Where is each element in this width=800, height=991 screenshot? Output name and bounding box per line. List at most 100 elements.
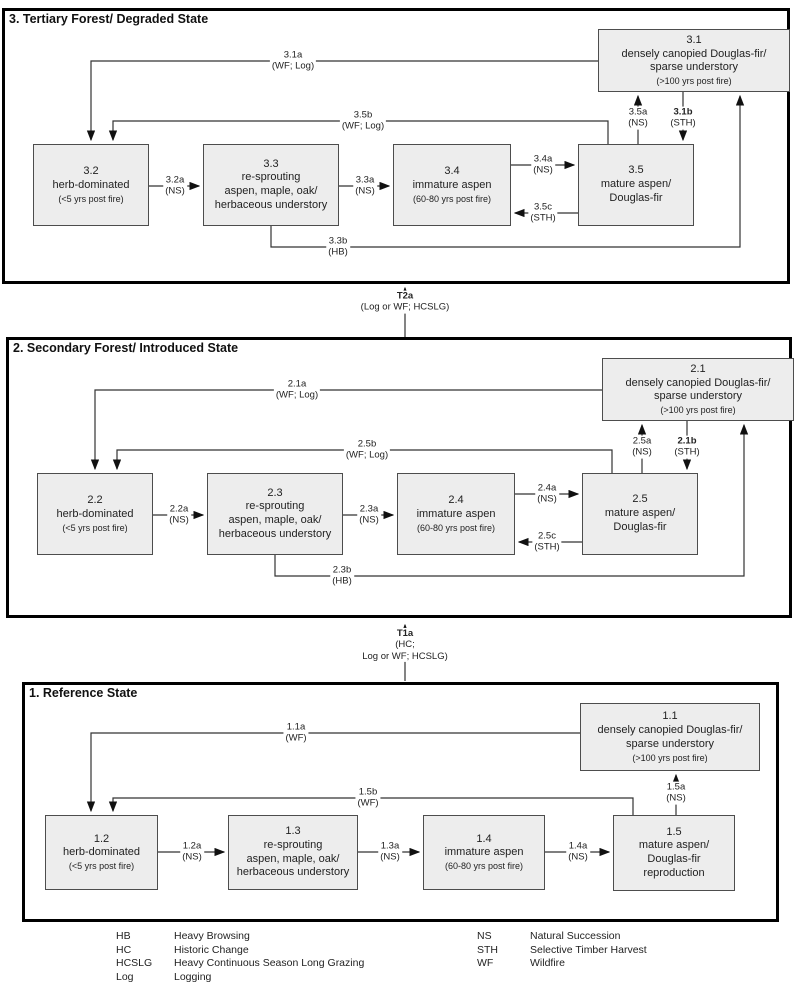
panel-title: 2. Secondary Forest/ Introduced State	[13, 341, 239, 355]
transition-label-t1a: T1a (HC; Log or WF; HCSLG)	[360, 627, 450, 663]
arrow-id: 3.3b	[328, 235, 348, 247]
arrow-cause: (HB)	[328, 247, 348, 258]
legend-abbr: HCSLG	[116, 957, 153, 969]
state-number: 1.2	[93, 832, 110, 845]
state-number: 2.5	[632, 493, 648, 506]
state-number: 1.1	[662, 710, 678, 723]
arrow-label-1-3a: 1.3a (NS)	[378, 840, 402, 864]
state-label: densely canopied Douglas-fir/ sparse und…	[621, 47, 767, 74]
arrow-cause: (WF)	[357, 798, 379, 809]
arrow-label-3-1b: 3.1b (STH)	[668, 106, 698, 130]
arrow-cause: (NS)	[666, 793, 686, 804]
arrow-cause: (NS)	[355, 186, 375, 197]
legend-abbr: NS	[477, 930, 492, 942]
arrow-id: 1.3a	[380, 840, 400, 852]
state-label: herb-dominated	[56, 507, 134, 520]
legend-label: Wildfire	[530, 957, 566, 969]
arrow-cause: (WF; Log)	[271, 61, 315, 72]
state-subtext: (>100 yrs post fire)	[656, 76, 732, 86]
legend-label: Heavy Browsing	[174, 930, 250, 942]
state-box-2-3: 2.3 re-sprouting aspen, maple, oak/ herb…	[207, 473, 343, 555]
state-label: re-sprouting aspen, maple, oak/ herbaceo…	[214, 171, 328, 211]
legend-row: NS Natural Succession	[477, 930, 647, 944]
state-label: mature aspen/ Douglas-fir reproduction	[638, 839, 710, 879]
arrow-id: 1.5b	[358, 786, 378, 798]
state-box-3-1: 3.1 densely canopied Douglas-fir/ sparse…	[598, 29, 790, 92]
arrow-id: 3.5a	[628, 106, 648, 118]
arrow-cause: (NS)	[568, 852, 588, 863]
legend-abbr: Log	[116, 970, 134, 983]
arrow-cause: (STH)	[670, 118, 696, 129]
state-box-2-1: 2.1 densely canopied Douglas-fir/ sparse…	[602, 358, 794, 421]
arrow-id: 2.5c	[538, 530, 556, 542]
state-subtext: (60-80 yrs post fire)	[444, 861, 524, 872]
state-box-2-4: 2.4 immature aspen (60-80 yrs post fire)	[397, 473, 515, 555]
state-label: re-sprouting aspen, maple, oak/ herbaceo…	[218, 500, 332, 540]
arrow-id: 2.4a	[537, 482, 557, 494]
transition-id: T1a	[396, 627, 414, 639]
arrow-cause: (STH)	[530, 213, 556, 224]
legend-abbr: STH	[477, 943, 498, 956]
legend-label: Historic Change	[174, 943, 249, 956]
arrow-label-2-1a: 2.1a (WF; Log)	[273, 378, 321, 402]
arrow-3-3b	[270, 94, 745, 248]
arrow-id: 3.1b	[673, 106, 693, 118]
state-label: herb-dominated	[52, 178, 130, 191]
arrow-label-2-1b: 2.1b (STH)	[672, 435, 702, 459]
arrow-label-1-1a: 1.1a (WF)	[283, 721, 309, 745]
state-label: immature aspen	[416, 507, 496, 520]
state-label: immature aspen	[444, 846, 524, 859]
state-number: 3.3	[263, 157, 279, 170]
arrow-cause: (NS)	[380, 852, 400, 863]
arrow-2-3b	[274, 423, 749, 577]
arrow-cause: (NS)	[632, 447, 652, 458]
arrow-label-2-5a: 2.5a (NS)	[630, 435, 654, 459]
arrow-id: 2.1b	[677, 435, 697, 447]
arrow-label-3-5c: 3.5c (STH)	[528, 201, 558, 225]
legend-label: Natural Succession	[530, 930, 621, 942]
arrow-label-3-5a: 3.5a (NS)	[626, 106, 650, 130]
arrow-cause: (NS)	[537, 494, 557, 505]
arrow-cause: (NS)	[182, 852, 202, 863]
panel-title: 1. Reference State	[29, 686, 138, 700]
arrow-cause: (STH)	[534, 542, 560, 553]
state-number: 1.5	[666, 825, 682, 838]
state-label: densely canopied Douglas-fir/ sparse und…	[625, 376, 771, 403]
arrow-3-1a	[86, 60, 598, 142]
arrow-cause: (NS)	[359, 515, 379, 526]
legend-label: Logging	[174, 970, 212, 983]
state-box-1-3: 1.3 re-sprouting aspen, maple, oak/ herb…	[228, 815, 358, 890]
state-box-2-2: 2.2 herb-dominated (<5 yrs post fire)	[37, 473, 153, 555]
state-subtext: (<5 yrs post fire)	[58, 193, 124, 204]
transition-cause: (HC; Log or WF; HCSLG)	[362, 639, 448, 662]
arrow-label-1-2a: 1.2a (NS)	[180, 840, 204, 864]
arrow-label-3-4a: 3.4a (NS)	[531, 153, 555, 177]
transition-label-t2a: T2a (Log or WF; HCSLG)	[358, 290, 452, 314]
transition-cause: (Log or WF; HCSLG)	[360, 302, 450, 313]
legend-abbr: WF	[477, 957, 494, 969]
panel-title: 3. Tertiary Forest/ Degraded State	[9, 12, 209, 26]
panel-secondary-forest: 2. Secondary Forest/ Introduced State 2	[6, 337, 794, 618]
arrow-id: 2.2a	[169, 503, 189, 515]
state-label: re-sprouting aspen, maple, oak/ herbaceo…	[236, 838, 350, 879]
legend-label: Heavy Continuous Season Long Grazing	[174, 957, 365, 969]
state-subtext: (>100 yrs post fire)	[660, 405, 736, 415]
arrow-id: 3.5b	[353, 109, 373, 121]
arrow-label-3-3a: 3.3a (NS)	[353, 174, 377, 198]
state-label: mature aspen/ Douglas-fir	[604, 507, 676, 533]
arrow-cause: (NS)	[628, 118, 648, 129]
arrow-id: 3.5c	[534, 201, 552, 213]
state-number: 2.3	[267, 486, 283, 499]
arrow-id: 1.1a	[286, 721, 306, 733]
state-box-3-4: 3.4 immature aspen (60-80 yrs post fire)	[393, 144, 511, 226]
arrow-label-3-3b: 3.3b (HB)	[326, 235, 350, 259]
panel-tertiary-forest: 3. Tertiary Forest/ Degraded State 3.1	[2, 8, 790, 284]
arrow-id: 2.1a	[287, 378, 307, 390]
arrow-cause: (NS)	[165, 186, 185, 197]
panel-reference-state: 1. Reference State 1.1 densely canopied …	[22, 682, 779, 922]
state-box-3-5: 3.5 mature aspen/ Douglas-fir	[578, 144, 694, 226]
arrow-label-3-1a: 3.1a (WF; Log)	[269, 49, 317, 73]
